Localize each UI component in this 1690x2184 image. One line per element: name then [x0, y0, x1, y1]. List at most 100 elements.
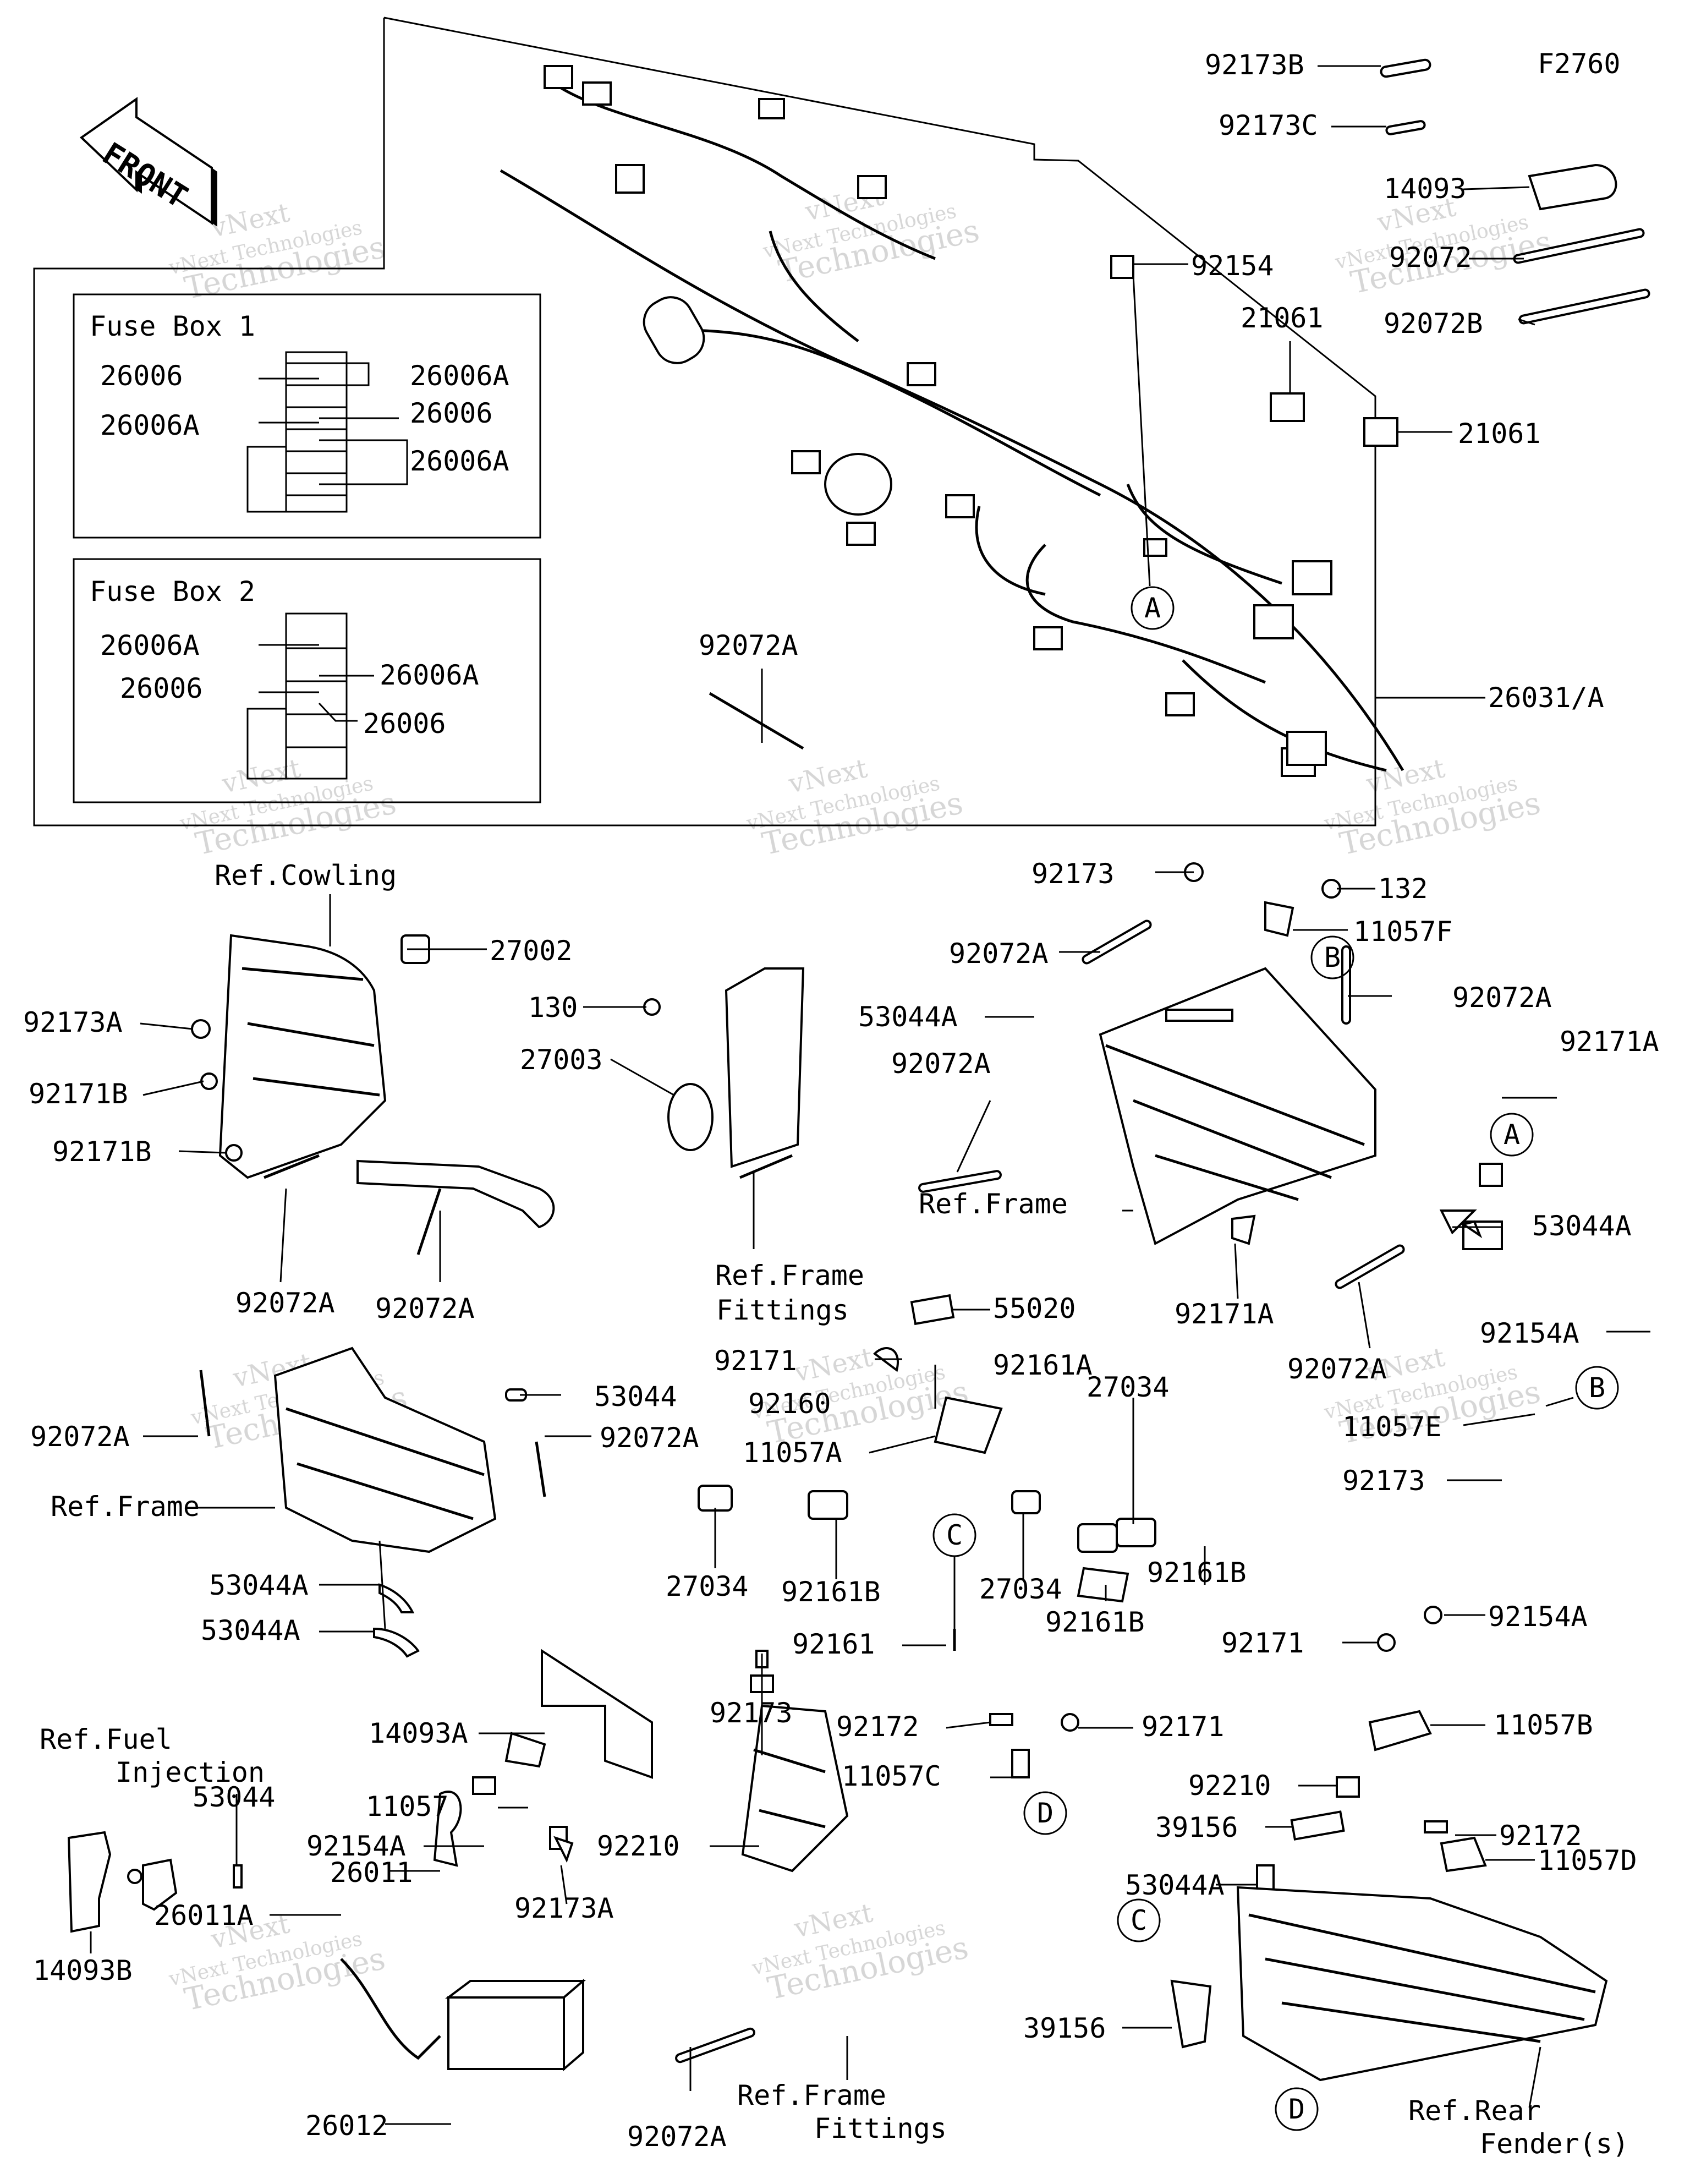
part-label: 92072A: [627, 2121, 727, 2153]
reference-label: Ref.Cowling: [215, 860, 397, 891]
part-label: 92072: [1389, 242, 1472, 273]
reference-label: Injection: [116, 1756, 265, 1788]
part-label: 92173B: [1205, 49, 1304, 81]
part-label: 92173: [1031, 858, 1115, 890]
part-label: 27034: [1087, 1371, 1170, 1403]
fuse-box-2-label: 26006: [120, 672, 203, 704]
part-label: 92154: [1191, 250, 1274, 282]
part-label: 53044A: [858, 1001, 958, 1033]
callout-label: D: [1037, 1797, 1053, 1829]
fuse-box-1-label: 26006A: [410, 360, 509, 392]
part-label: 11057A: [743, 1437, 842, 1469]
part-label: 27034: [666, 1570, 749, 1602]
part-label: 92171B: [52, 1136, 152, 1168]
callout-c-2: C: [1117, 1898, 1161, 1942]
part-label: 21061: [1241, 302, 1324, 334]
part-label: 92072A: [699, 630, 798, 661]
fuse-box-2-label: 26006: [363, 708, 446, 740]
part-label: 92161A: [993, 1349, 1093, 1381]
callout-label: C: [1131, 1904, 1147, 1936]
frame-drawing-upper-right: [918, 862, 1503, 1289]
callout-b-1: B: [1310, 935, 1354, 979]
part-label: 39156: [1155, 1811, 1238, 1843]
part-label: 39156: [1023, 2012, 1106, 2044]
part-label: 27034: [979, 1573, 1062, 1605]
part-label: 92161: [792, 1628, 875, 1660]
part-label: 53044A: [1532, 1210, 1632, 1242]
callout-d-1: D: [1023, 1791, 1067, 1835]
part-label: 53044: [193, 1781, 276, 1813]
horn-drawing: [643, 967, 805, 1179]
callout-label: B: [1589, 1372, 1605, 1404]
part-label: 92161B: [1045, 1606, 1145, 1638]
part-label: 92072A: [30, 1421, 130, 1453]
part-label: 26012: [305, 2110, 388, 2142]
part-label: 92072A: [375, 1293, 475, 1324]
part-label: 92173: [710, 1697, 793, 1729]
fuel-injection-bracket: [67, 1831, 243, 1933]
callout-c-1: C: [932, 1513, 976, 1557]
part-label: 11057C: [842, 1760, 941, 1792]
part-label: 92210: [1188, 1770, 1271, 1802]
part-label: 26031/A: [1488, 682, 1604, 714]
part-label: 130: [528, 992, 578, 1023]
connector-group-center: [698, 1294, 1156, 1651]
callout-label: A: [1504, 1119, 1520, 1151]
part-label: 14093: [1384, 173, 1467, 205]
part-label: 55020: [993, 1293, 1076, 1324]
part-label: 92172: [836, 1711, 919, 1743]
part-label: 92072A: [891, 1048, 991, 1080]
part-label: 26011: [330, 1857, 413, 1889]
diagram-code: F2760: [1538, 48, 1621, 80]
reference-label: Fender(s): [1480, 2128, 1629, 2160]
part-label: 11057D: [1538, 1844, 1637, 1876]
callout-label: C: [946, 1519, 963, 1551]
small-bracket-parts: [989, 1606, 1487, 1927]
fuse-box-2-label: 26006A: [100, 630, 200, 661]
callout-label: B: [1324, 942, 1341, 973]
part-label: 92161B: [1147, 1557, 1247, 1589]
part-label: 92172: [1499, 1820, 1582, 1852]
part-label: 92072A: [1287, 1353, 1387, 1385]
part-label: 92161B: [781, 1576, 881, 1608]
fuse-box-1-label: 26006: [410, 397, 493, 429]
part-label: 92154A: [306, 1830, 406, 1862]
part-label: 92171: [1221, 1627, 1304, 1659]
harness-boundary: [33, 17, 1376, 826]
front-arrow-icon: FRONT: [79, 97, 217, 227]
part-label: 11057F: [1353, 916, 1453, 948]
part-label: 21061: [1458, 418, 1541, 450]
part-label: 27003: [520, 1044, 603, 1076]
fuse-box-1-label: 26006A: [410, 445, 509, 477]
upper-right-parts: [1110, 58, 1650, 447]
part-label: 26011A: [154, 1900, 254, 1931]
callout-d-2: D: [1275, 2087, 1319, 2131]
part-label: 92072A: [1452, 982, 1552, 1014]
reference-label: Ref.Frame: [919, 1188, 1068, 1220]
main-harness-drawing: [500, 65, 1404, 777]
part-label: 92072A: [600, 1422, 699, 1454]
reference-label: Ref.Fuel: [40, 1723, 172, 1755]
callout-a-1: A: [1131, 586, 1175, 630]
part-label: 92154A: [1480, 1317, 1579, 1349]
part-labels: 92173B 92173C 14093 92072 92072B 92154 2…: [23, 49, 1659, 2153]
reference-label: Ref.Rear: [1408, 2095, 1541, 2127]
callout-label: D: [1288, 2093, 1305, 2125]
part-label: 92160: [748, 1388, 831, 1420]
part-label: 92171A: [1175, 1298, 1274, 1330]
reference-label: Ref.Frame: [51, 1491, 200, 1523]
part-label: 92173A: [23, 1006, 123, 1038]
reference-labels: Ref.Cowling Ref.Frame Ref.Frame Fittings…: [40, 860, 1629, 2160]
part-label: 92072A: [949, 938, 1049, 970]
reference-label: Ref.Frame: [715, 1260, 864, 1291]
fuse-box-1: Fuse Box 1 26006 26006A 26006A 26006 260…: [73, 293, 541, 539]
reference-label: Ref.Frame: [737, 2079, 886, 2111]
part-label: 92173A: [514, 1892, 614, 1924]
callout-b-2: B: [1575, 1366, 1619, 1410]
part-label: 92210: [597, 1830, 680, 1862]
part-label: 132: [1378, 873, 1428, 905]
part-label: 92173: [1342, 1465, 1425, 1497]
part-label: 11057: [366, 1791, 449, 1822]
part-label: 53044A: [1125, 1869, 1225, 1901]
part-label: 92173C: [1219, 110, 1318, 141]
